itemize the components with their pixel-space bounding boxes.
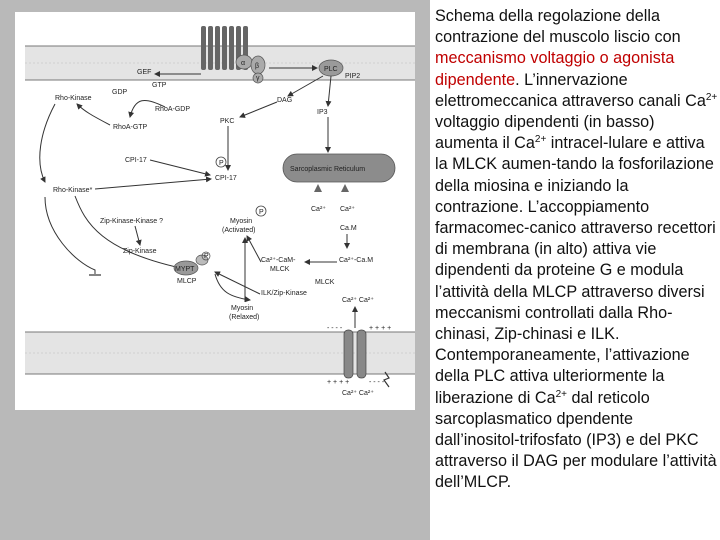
gef-label: GEF	[137, 69, 151, 76]
phospho-p-3: P	[204, 253, 209, 260]
ca-pair-label: Ca²⁺ Ca²⁺	[342, 297, 374, 304]
bottom-membrane	[25, 331, 415, 375]
myosin-activated-label-1: Myosin	[230, 218, 252, 225]
cam-label: Ca.M	[340, 225, 357, 232]
smooth-muscle-signaling-diagram: α β γ PLC PIP2 GEF GTP GDP Rho-Kinase Rh…	[25, 26, 415, 397]
ca-cam-mlck-label-2: MLCK	[270, 266, 290, 273]
myosin-activated-label-2: (Activated)	[222, 227, 255, 234]
voltage-gated-calcium-channel	[343, 329, 390, 388]
plus-top-label: + + + +	[369, 325, 391, 332]
plc-label: PLC	[324, 66, 338, 73]
cpi17-phospho-label: CPI-17	[215, 175, 237, 182]
ca-sr-label-1: Ca²⁺	[311, 206, 326, 213]
ca-cam-mlck-label-1: Ca²⁺-CaM-	[261, 257, 296, 264]
rhoa-gtp-label: RhoA-GTP	[113, 124, 148, 131]
pkc-label: PKC	[220, 118, 234, 125]
minus-bottom-label: - - - -	[369, 379, 385, 386]
plus-bottom-label: + + + +	[327, 379, 349, 386]
g-protein: α β γ	[235, 54, 266, 84]
mlck-label: MLCK	[315, 279, 335, 286]
zip-kinase-kinase-label: Zip-Kinase-Kinase ?	[100, 218, 163, 225]
text-part-1: Schema della regolazione della contrazio…	[435, 7, 681, 47]
pip2-label: PIP2	[345, 73, 360, 80]
mlcp-complex: P MYPT	[173, 251, 211, 276]
mlcp-label: MLCP	[177, 278, 197, 285]
ilk-zip-kinase-label: ILK/Zip-Kinase	[261, 290, 307, 297]
g-gamma-label: γ	[256, 75, 260, 82]
mypt-label: MYPT	[175, 266, 195, 273]
phospho-p-1: P	[219, 160, 224, 167]
text-part-3: voltaggio dipendenti (in basso) aumenta …	[435, 113, 655, 153]
ca-sr-label-2: Ca²⁺	[340, 206, 355, 213]
g-beta-label: β	[255, 63, 259, 70]
phospho-p-2: P	[259, 209, 264, 216]
sr-label: Sarcoplasmic Reticulum	[290, 166, 365, 173]
sarcoplasmic-reticulum: Sarcoplasmic Reticulum	[282, 153, 396, 192]
rho-kinase-active-label: Rho-Kinase*	[53, 187, 93, 194]
zip-kinase-label: Zip-Kinase	[123, 248, 157, 255]
minus-top-label: - - - -	[327, 325, 343, 332]
myosin-relaxed-label-1: Myosin	[231, 305, 253, 312]
rhoa-gdp-label: RhoA-GDP	[155, 106, 190, 113]
ca-cam-label: Ca²⁺-Ca.M	[339, 257, 373, 264]
gtp-label: GTP	[152, 82, 167, 89]
rho-kinase-label: Rho-Kinase	[55, 95, 92, 102]
text-part-4: intracel-lulare e attiva la MLCK aumen-t…	[435, 134, 716, 407]
text-highlight-red: meccanismo voltaggio o agonista dipenden…	[435, 49, 675, 89]
ca-bottom-label: Ca²⁺ Ca²⁺	[342, 390, 374, 397]
description-text: Schema della regolazione della contrazio…	[435, 6, 718, 494]
diagram-image: α β γ PLC PIP2 GEF GTP GDP Rho-Kinase Rh…	[15, 12, 415, 410]
superscript-1: 2+	[705, 91, 718, 103]
superscript-3: 2+	[555, 388, 567, 400]
g-alpha-label: α	[241, 60, 245, 67]
text-part-2: . L’innervazione elettromeccanica attrav…	[435, 70, 706, 110]
text-part-5: dal reticolo sarcoplasmatico dpendente d…	[435, 388, 717, 492]
plc-node: PLC	[318, 59, 344, 77]
myosin-relaxed-label-2: (Relaxed)	[229, 314, 259, 321]
superscript-2: 2+	[534, 134, 547, 146]
cpi17-label: CPI-17	[125, 157, 147, 164]
dag-label: DAG	[277, 97, 292, 104]
gdp-label: GDP	[112, 89, 128, 96]
ip3-label: IP3	[317, 109, 328, 116]
